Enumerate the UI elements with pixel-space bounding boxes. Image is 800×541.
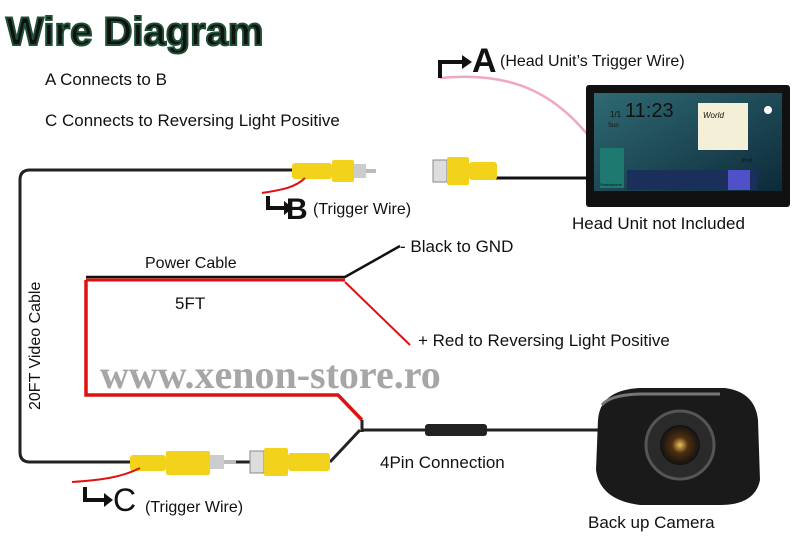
rca-female-connector-camera bbox=[249, 448, 330, 476]
label-b-desc: (Trigger Wire) bbox=[313, 201, 411, 218]
screen-date: 1/1 bbox=[610, 110, 622, 119]
screen-shortcut: Smartphone bbox=[600, 182, 623, 187]
video-cable bbox=[18, 168, 292, 464]
label-c: C bbox=[113, 482, 136, 518]
power-length-label: 5FT bbox=[175, 294, 205, 313]
head-unit-label: Head Unit not Included bbox=[572, 214, 745, 233]
backup-camera-image bbox=[596, 388, 760, 505]
arrow-a-icon bbox=[438, 60, 462, 78]
screen-album: World bbox=[703, 111, 724, 120]
label-a: A bbox=[472, 42, 497, 80]
power-cable-black bbox=[86, 244, 401, 279]
head-unit-image: 1/1 Sun 11:23 Pioneer World iPod Smartph… bbox=[586, 85, 790, 207]
note-c: C Connects to Reversing Light Positive bbox=[45, 111, 340, 130]
screen-gear-icon bbox=[764, 106, 772, 114]
pink-trigger-wire bbox=[439, 75, 593, 141]
screen-source: iPod bbox=[742, 158, 752, 164]
label-b: B bbox=[286, 193, 308, 226]
black-wire-label: - Black to GND bbox=[400, 237, 513, 256]
power-cable-red bbox=[84, 280, 364, 422]
trigger-wire-b bbox=[261, 177, 306, 194]
camera-label: Back up Camera bbox=[588, 513, 715, 532]
label-a-desc: (Head Unit’s Trigger Wire) bbox=[500, 53, 685, 70]
power-cable-label: Power Cable bbox=[145, 255, 237, 272]
note-a-b: A Connects to B bbox=[45, 70, 167, 89]
title: Wire Diagram bbox=[6, 10, 264, 54]
arrow-b-icon bbox=[266, 196, 284, 210]
label-c-desc: (Trigger Wire) bbox=[145, 499, 243, 516]
connection-label: 4Pin Connection bbox=[380, 453, 505, 472]
screen-clock: 11:23 bbox=[625, 100, 674, 122]
rca-female-connector-head bbox=[432, 157, 497, 185]
watermark: www.xenon-store.ro bbox=[100, 352, 441, 397]
rca-male-connector-c bbox=[130, 451, 236, 475]
four-pin-connector bbox=[425, 424, 487, 436]
screen-day: Sun bbox=[608, 123, 619, 129]
screen-brand: Pioneer bbox=[680, 89, 702, 95]
arrow-a-head-icon bbox=[462, 55, 472, 69]
arrow-c-icon bbox=[83, 487, 104, 502]
rca-male-connector-b bbox=[292, 160, 376, 182]
red-wire-label: + Red to Reversing Light Positive bbox=[418, 331, 670, 350]
video-cable-label: 20FT Video Cable bbox=[27, 282, 44, 410]
trigger-wire-c bbox=[71, 467, 141, 483]
